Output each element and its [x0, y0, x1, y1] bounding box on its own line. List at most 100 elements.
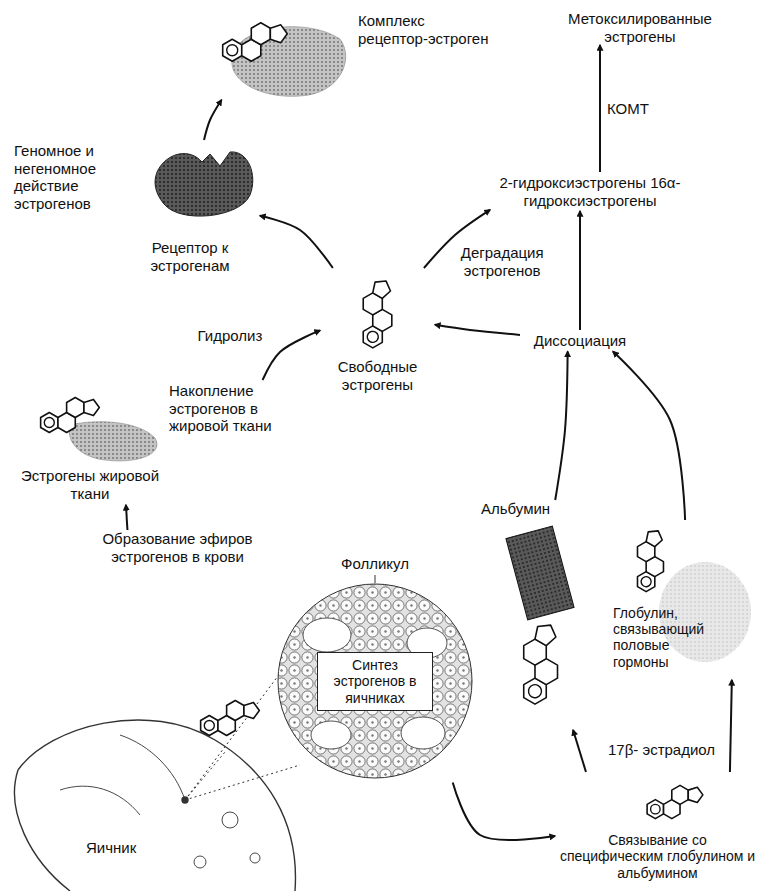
- dotted-leader: [185, 660, 290, 800]
- process-node: Диссоциация: [520, 330, 640, 352]
- node-text: Связывание со специфическим глобулином и…: [555, 832, 760, 881]
- ring: [643, 527, 665, 548]
- flow-arrow: [573, 730, 586, 772]
- complex-node: Комплекс рецептор-эстроген: [200, 4, 490, 100]
- steroid-molecule: [201, 701, 260, 736]
- flow-arrow: [599, 45, 601, 172]
- flow-arrow: [579, 211, 581, 330]
- albumin-block: [506, 526, 574, 620]
- ester-node: Образование эфиров эстрогенов в крови: [80, 530, 275, 750]
- text-node: 2-гидроксиэстрогены 16α-гидроксиэстроген…: [490, 172, 690, 211]
- flow-arrow: [613, 352, 685, 520]
- follicle-node: ФолликулСинтез эстрогенов в яичниках: [275, 555, 475, 783]
- ovary-follicle: [194, 856, 206, 868]
- ovary-outline: [18, 720, 295, 891]
- edge-label: Гидролиз: [196, 326, 265, 346]
- follicle-body: [278, 584, 472, 778]
- ring: [251, 23, 270, 45]
- node-text: Фолликул: [275, 555, 475, 573]
- steroid-molecule: [41, 398, 100, 433]
- flow-arrow: [126, 505, 127, 530]
- node-text: Свободные эстрогены: [320, 358, 435, 393]
- ring: [227, 701, 244, 721]
- process-box: Синтез эстрогенов в яичниках: [317, 652, 433, 711]
- ovary-follicle: [222, 812, 238, 828]
- hormone-label: 17β- эстрадиол: [606, 740, 717, 760]
- receptor-shape: [155, 152, 253, 216]
- ring: [41, 413, 58, 433]
- edge-label: КОМТ: [605, 99, 651, 119]
- node-text: Глобулин, связывающий половые гормоны: [605, 605, 755, 681]
- flow-arrow: [263, 330, 320, 380]
- ring: [201, 716, 218, 736]
- ring: [647, 800, 663, 819]
- aromatic-ring: [227, 45, 238, 56]
- node-text: Метоксилированные эстрогены: [540, 10, 740, 45]
- molecule-illustration: [320, 268, 435, 358]
- aromatic-ring: [365, 329, 380, 344]
- ovary-outline: [15, 770, 70, 891]
- steroid-molecule: [223, 23, 288, 62]
- node-text: Альбумин: [475, 500, 615, 518]
- edge-label: Деградация эстрогенов: [454, 243, 550, 280]
- follicle-cavity: [401, 717, 445, 749]
- flow-arrow: [555, 352, 567, 500]
- node-text: Диссоциация: [520, 330, 640, 352]
- complex-illustration: [200, 4, 350, 100]
- steroid-molecule: [344, 275, 410, 350]
- node-text: 2-гидроксиэстрогены 16α-гидроксиэстроген…: [490, 172, 690, 211]
- receptor-complex-blob: [232, 27, 346, 97]
- ring: [370, 276, 394, 300]
- free-estrogen-node: Свободные эстрогены: [320, 268, 435, 393]
- node-text: Синтез эстрогенов в яичниках: [322, 657, 428, 706]
- dotted-leader: [185, 765, 300, 800]
- fat-illustration: [15, 380, 165, 465]
- steroid-molecule: [647, 785, 703, 818]
- leader-line: [375, 575, 376, 583]
- ovary-follicle: [250, 853, 260, 863]
- ring: [244, 702, 259, 718]
- node-text: Образование эфиров эстрогенов в крови: [80, 530, 275, 565]
- node-text: Накопление эстрогенов в жировой ткани: [165, 380, 305, 505]
- dotted-leader: [185, 752, 225, 800]
- ring: [223, 39, 242, 61]
- organ-label: Яичник: [84, 838, 138, 858]
- globulin-node: Глобулин, связывающий половые гормоны: [605, 520, 755, 680]
- ring: [532, 619, 560, 647]
- estradiol-node: Связывание со специфическим глобулином и…: [555, 772, 760, 881]
- ring: [67, 398, 84, 418]
- ring: [688, 787, 703, 802]
- ovary-fold: [60, 786, 140, 815]
- ring: [270, 25, 287, 43]
- text-node: Метоксилированные эстрогены: [540, 10, 740, 45]
- ring: [672, 785, 688, 804]
- receptor-node: Геномное и негеномное действие эстрогено…: [10, 140, 260, 285]
- molecule-illustration: [555, 772, 760, 830]
- flow-arrow: [435, 325, 520, 335]
- aromatic-ring: [651, 804, 661, 814]
- aromatic-ring: [204, 721, 214, 731]
- aromatic-ring: [44, 418, 54, 428]
- node-text: Геномное и негеномное действие эстрогено…: [10, 140, 150, 235]
- fat-node: Накопление эстрогенов в жировой тканиЭст…: [15, 380, 305, 505]
- follicle-cavity: [303, 618, 351, 652]
- aromatic-ring: [639, 575, 653, 589]
- node-subtext: Рецептор к эстрогенам: [120, 239, 260, 285]
- ovary-drawing: [15, 660, 300, 891]
- flow-arrow: [453, 783, 555, 840]
- receptor-illustration: [150, 140, 260, 225]
- flow-arrow: [204, 100, 221, 140]
- ring: [84, 399, 99, 415]
- steroid-molecule: [620, 526, 680, 594]
- steroid-molecule: [501, 618, 579, 707]
- flow-arrow: [260, 216, 333, 268]
- molecule-illustration: [80, 680, 275, 750]
- node-text: Комплекс рецептор-эстроген: [350, 4, 490, 47]
- albumin-illustration: [475, 518, 615, 723]
- node-subtext: Эстрогены жировой ткани: [15, 467, 165, 505]
- fat-tissue-blob: [69, 422, 157, 461]
- albumin-node: Альбумин: [475, 500, 615, 730]
- ovary-fold: [120, 735, 185, 800]
- aromatic-ring: [526, 682, 544, 700]
